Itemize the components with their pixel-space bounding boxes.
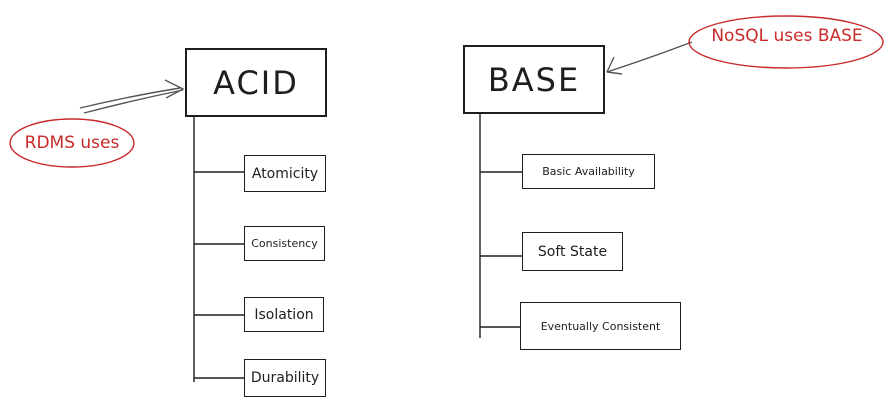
base-item-soft-state: Soft State bbox=[522, 232, 623, 271]
base-box: BASE bbox=[463, 45, 605, 114]
acid-item-label: Consistency bbox=[251, 237, 318, 250]
nosql-arrow bbox=[606, 41, 693, 75]
base-item-basic-availability: Basic Availability bbox=[522, 154, 655, 189]
rdms-arrowhead bbox=[164, 79, 185, 99]
rdms-arrow bbox=[79, 79, 185, 114]
acid-item-consistency: Consistency bbox=[244, 226, 325, 261]
acid-item-durability: Durability bbox=[244, 359, 326, 397]
base-title: BASE bbox=[487, 60, 581, 99]
base-item-label: Eventually Consistent bbox=[540, 319, 661, 333]
base-item-eventually-consistent: Eventually Consistent bbox=[520, 302, 681, 350]
rdms-annotation-text: RDMS uses bbox=[24, 133, 120, 153]
nosql-arrowhead-bottom bbox=[606, 71, 623, 75]
acid-connectors bbox=[193, 116, 244, 382]
acid-item-label: Durability bbox=[250, 370, 320, 386]
acid-item-isolation: Isolation bbox=[244, 297, 324, 332]
base-connectors bbox=[479, 113, 522, 338]
base-item-label: Soft State bbox=[537, 243, 608, 260]
acid-item-label: Isolation bbox=[254, 306, 314, 323]
acid-item-atomicity: Atomicity bbox=[244, 155, 326, 192]
nosql-arrowhead-top bbox=[606, 56, 615, 73]
nosql-annotation: NoSQL uses BASE bbox=[692, 22, 882, 50]
nosql-ellipse bbox=[688, 15, 884, 69]
rdms-annotation: RDMS uses bbox=[12, 130, 132, 156]
acid-box: ACID bbox=[185, 48, 327, 117]
acid-item-label: Atomicity bbox=[251, 165, 319, 182]
nosql-annotation-text: NoSQL uses BASE bbox=[711, 26, 863, 46]
acid-title: ACID bbox=[213, 63, 299, 102]
base-item-label: Basic Availability bbox=[542, 165, 635, 178]
rdms-ellipse bbox=[9, 118, 135, 168]
